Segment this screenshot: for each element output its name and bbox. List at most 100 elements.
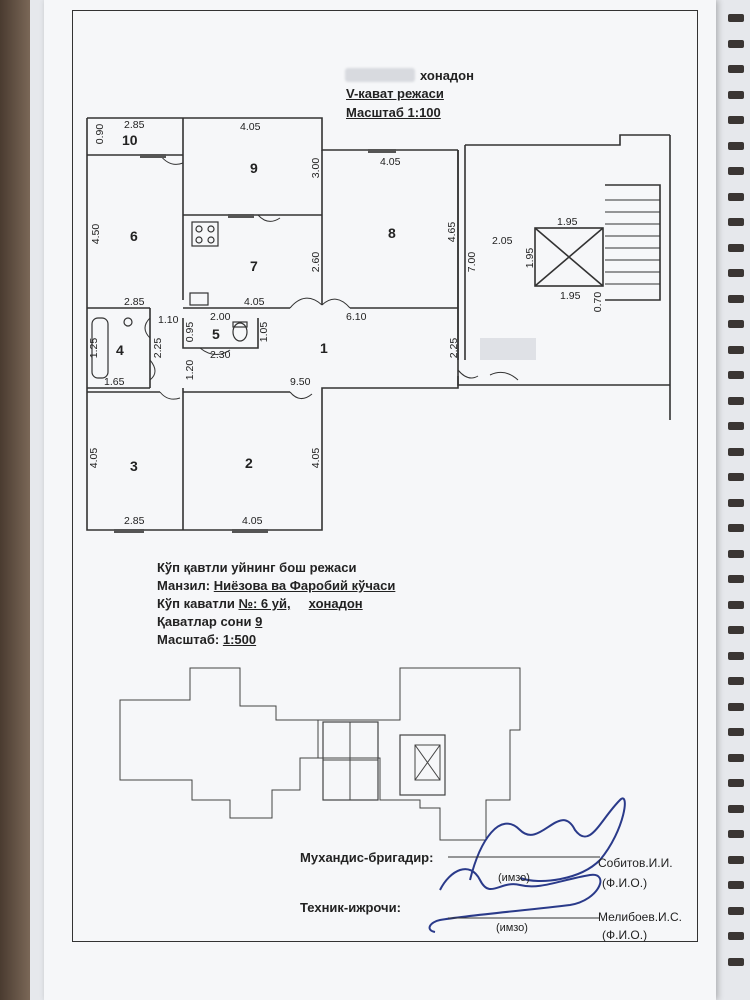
dimension-label: 0.95 [184,321,197,343]
engineer-label: Мухандис-бригадир: [300,850,434,865]
dimension-label: 1.95 [524,247,537,269]
binding-hole [728,932,744,940]
binding-hole [728,804,744,813]
window-8 [368,149,396,153]
dimension-label: 2.25 [448,337,461,359]
technician-label: Техник-ижрочи: [300,900,401,915]
binding-hole [728,192,744,201]
dimension-label: 0.70 [592,291,605,313]
info-house: Кўп каватли №: 6 уй, хонадон [157,596,363,611]
dimension-label: 2.85 [124,515,145,527]
binding-hole [728,906,744,915]
window-3 [114,529,144,533]
binding-hole [728,141,744,150]
header-line-1: хонадон [420,68,474,83]
elevator-cross [534,227,604,287]
header-line-2: V-кават режаси [346,86,444,101]
stove-icon [191,221,219,247]
info-scale: Масштаб: 1:500 [157,632,257,647]
dimension-label: 2.60 [310,251,323,273]
dimension-label: 1.10 [158,314,179,326]
binding-hole [728,498,744,507]
window-2 [232,529,268,533]
dimension-label: 6.10 [346,311,367,323]
binding-hole [728,396,744,405]
outer-wall-top-9-8 [183,117,458,151]
signature-strokes [428,797,626,933]
dimension-label: 4.05 [88,447,101,469]
dimension-label: 1.95 [560,290,581,302]
technician-name: Мелибоев.И.С. [598,910,682,924]
elevator-shaft [534,227,604,287]
binding-hole [728,779,744,787]
door-arc-7 [149,359,156,381]
redacted-stair-area [480,338,536,360]
room-number: 8 [388,225,396,241]
binding-hole [728,14,744,22]
binding-hole [728,243,744,252]
binding-hole [728,524,744,532]
dimension-label: 2.85 [124,119,145,131]
binding-hole [728,549,744,558]
signature-hint: (имзо) [496,922,528,934]
room-number: 3 [130,458,138,474]
dimension-label: 9.50 [290,376,311,388]
binding-hole [728,422,744,430]
binding-hole [728,753,744,762]
binding-hole [728,65,744,73]
kitchen-sink-icon [189,292,209,306]
binding-hole [728,626,744,634]
signature-hint: (имзо) [498,872,530,884]
window-10 [140,154,166,158]
binding-hole [728,957,744,966]
room-number: 2 [245,455,253,471]
binding-hole [728,218,744,226]
door-arc-9 [199,347,231,355]
binding-hole [728,728,744,736]
dimension-label: 4.05 [244,296,265,308]
dimension-label: 4.05 [240,121,261,133]
dimension-label: 7.00 [466,251,479,273]
binding-hole [728,830,744,838]
dimension-label: 1.95 [557,216,578,228]
binding-holes [716,0,750,1000]
dimension-label: 4.05 [242,515,263,527]
binding-hole [728,269,744,277]
binding-hole [728,90,744,99]
dimension-label: 1.65 [104,376,125,388]
binding-hole [728,651,744,660]
door-arc-6 [144,317,151,339]
door-arc-11 [489,371,519,381]
stair-flight [605,184,661,301]
dimension-label: 2.25 [152,337,165,359]
site-plan [119,667,521,841]
stair-treads [605,199,660,285]
room-number: 9 [250,160,258,176]
info-title: Кўп қавтли уйнинг бош режаси [157,560,357,575]
name-hint: (Ф.И.О.) [602,876,648,890]
wall-5 [182,318,259,349]
document-page [44,0,716,1000]
dimension-label: 2.00 [210,311,231,323]
sink-icon [123,317,133,327]
dimension-label: 2.30 [210,349,231,361]
door-arc-1 [289,297,323,309]
binding-hole [728,677,744,685]
binding-hole [728,320,744,328]
door-arc-4 [289,391,313,399]
dimension-label: 4.05 [310,447,323,469]
dimension-label: 3.00 [310,157,323,179]
dimension-label: 1.20 [184,359,197,381]
dimension-label: 2.05 [492,235,513,247]
binding-hole [728,702,744,711]
dimension-label: 1.05 [258,321,271,343]
dimension-label: 4.05 [380,156,401,168]
binding-hole [728,39,744,48]
binding-hole [728,447,744,456]
binding-hole [728,600,744,609]
header-line-3: Масштаб 1:100 [346,105,441,120]
binding-hole [728,473,744,481]
name-hint: (Ф.И.О.) [602,928,648,942]
toilet-icon [232,322,248,342]
